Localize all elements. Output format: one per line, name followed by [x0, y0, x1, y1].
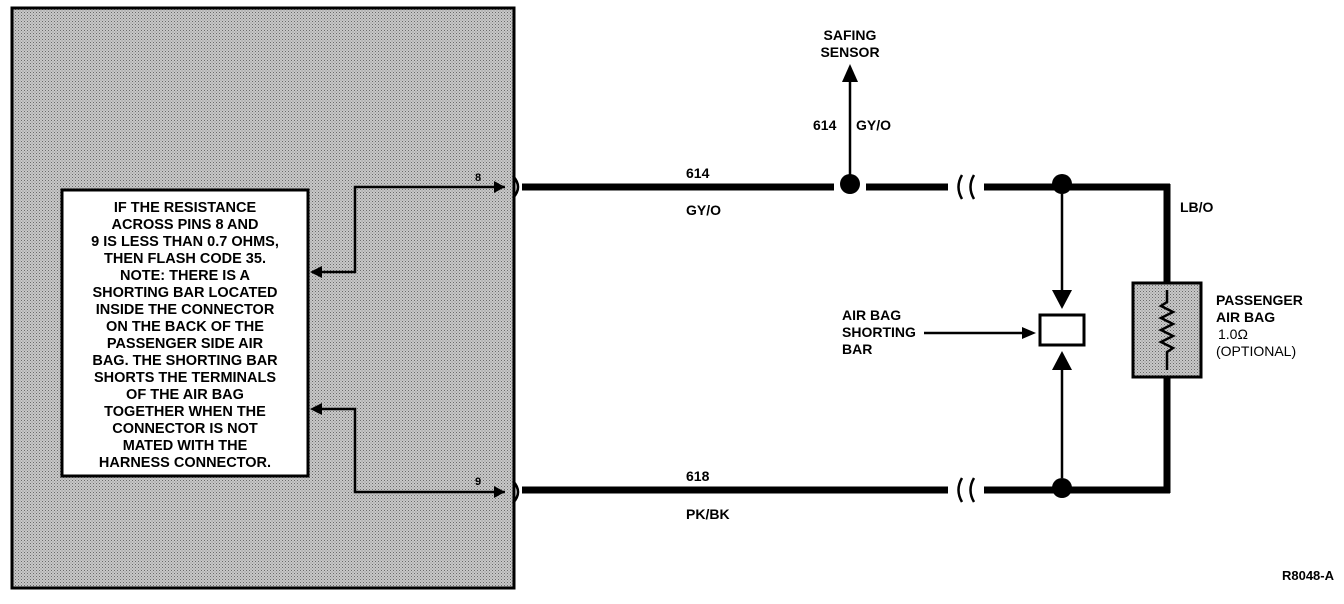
- splice-top-right: [1052, 174, 1072, 194]
- note-box: [60, 188, 310, 478]
- shorting-bar-label-2: SHORTING: [842, 324, 916, 340]
- wire-branch-safing: [842, 64, 858, 176]
- note-leader-top: [310, 181, 505, 278]
- wire-branch-color-label: GY/O: [856, 117, 891, 133]
- shorting-bar-label-1: AIR BAG: [842, 307, 901, 323]
- note-line: MATED WITH THE: [123, 438, 248, 454]
- note-line: SHORTING BAR LOCATED: [92, 285, 277, 301]
- note-line: CONNECTOR IS NOT: [112, 421, 258, 437]
- passenger-airbag: [1131, 281, 1203, 379]
- shorting-bar: [1038, 313, 1086, 347]
- pin-number-top: 8: [475, 172, 481, 184]
- splice-bottom-right: [1052, 478, 1072, 498]
- note-line: INSIDE THE CONNECTOR: [96, 302, 275, 318]
- note-line: PASSENGER SIDE AIR: [107, 336, 264, 352]
- wire-bottom-circuit-label: 618: [686, 468, 710, 484]
- airbag-label-2: AIR BAG: [1216, 309, 1275, 325]
- shorting-bar-pointer: [924, 327, 1036, 339]
- inline-connector-bottom: [957, 477, 976, 503]
- note-line: HARNESS CONNECTOR.: [99, 455, 271, 471]
- note-line: BAG. THE SHORTING BAR: [92, 353, 278, 369]
- wire-top-circuit-label: 614: [686, 165, 710, 181]
- splice-top: [840, 174, 860, 194]
- wire-right-color-label: LB/O: [1180, 199, 1214, 215]
- safing-sensor-label-2: SENSOR: [820, 44, 879, 60]
- wire-bottom-color-label: PK/BK: [686, 506, 730, 522]
- inline-connector-top: [957, 174, 976, 200]
- airbag-label-4: (OPTIONAL): [1216, 343, 1296, 359]
- wire-branch-circuit-label: 614: [813, 117, 837, 133]
- airbag-resistor: [1158, 290, 1176, 370]
- shorting-bar-circuit: [1038, 194, 1086, 478]
- shorting-bar-label-3: BAR: [842, 341, 872, 357]
- note-line: 9 IS LESS THAN 0.7 OHMS,: [91, 234, 279, 250]
- airbag-label-3: 1.0Ω: [1218, 326, 1248, 342]
- module-connector-bottom: [512, 480, 520, 504]
- note-line: IF THE RESISTANCE: [114, 200, 257, 216]
- note-line: ON THE BACK OF THE: [106, 319, 264, 335]
- module-connector-top: [512, 175, 520, 199]
- note-line: OF THE AIR BAG: [126, 387, 244, 403]
- note-text: IF THE RESISTANCE ACROSS PINS 8 AND 9 IS…: [91, 200, 279, 471]
- note-line: SHORTS THE TERMINALS: [94, 370, 276, 386]
- figure-id: R8048-A: [1282, 568, 1335, 583]
- note-line: NOTE: THERE IS A: [120, 268, 250, 284]
- note-line: TOGETHER WHEN THE: [104, 404, 266, 420]
- airbag-label-1: PASSENGER: [1216, 292, 1303, 308]
- safing-sensor-label-1: SAFING: [824, 27, 877, 43]
- note-line: THEN FLASH CODE 35.: [104, 251, 266, 267]
- wire-top-color-label: GY/O: [686, 202, 721, 218]
- note-leader-bottom: [310, 403, 505, 498]
- note-line: ACROSS PINS 8 AND: [112, 217, 259, 233]
- pin-number-bottom: 9: [475, 476, 481, 488]
